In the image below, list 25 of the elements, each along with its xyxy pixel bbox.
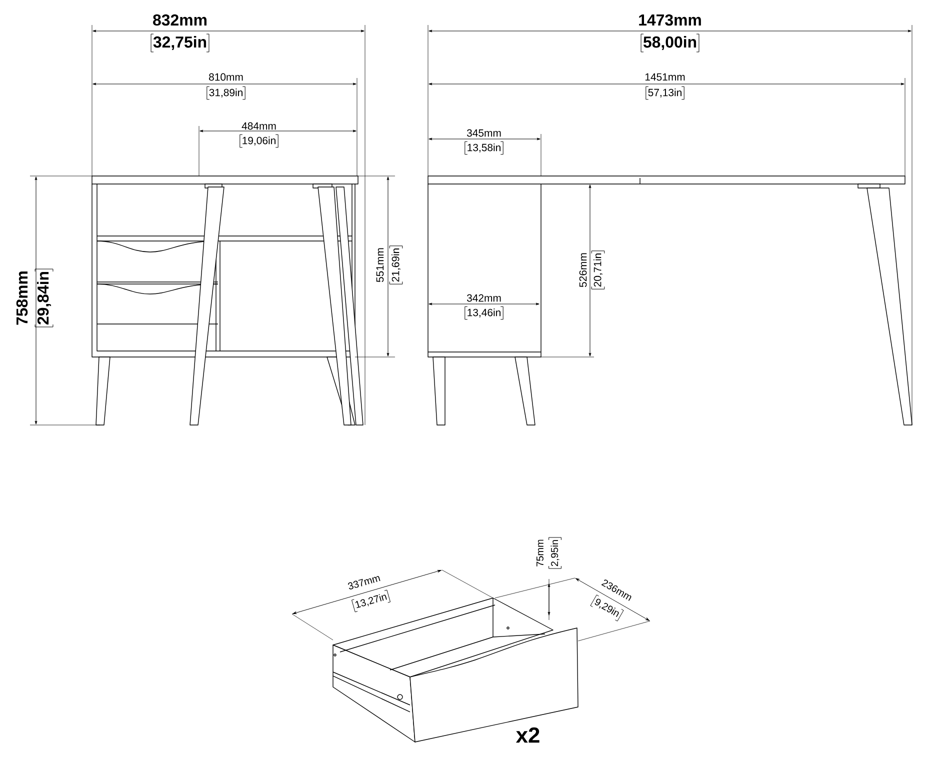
dimension-label: 758mm <box>16 272 28 325</box>
dimension-label: 810mm <box>209 73 243 81</box>
bracketed-dimension-label: 13,27in <box>351 590 391 612</box>
bracketed-dimension-label: 57,13in <box>646 86 684 100</box>
bracketed-dimension-label: 32,75in <box>150 34 210 52</box>
dimension-label: 342mm <box>466 294 501 302</box>
count-label: x2 <box>516 727 540 743</box>
bracketed-dimension-label: 29,84in <box>34 268 54 328</box>
dimension-label: 484mm <box>242 122 276 130</box>
bracketed-dimension-label: 20,71in <box>591 250 605 290</box>
bracketed-dimension-label: 2,95in <box>548 537 562 569</box>
bracketed-dimension-label: 13,46in <box>464 306 504 320</box>
dimension-label: 345mm <box>466 129 501 137</box>
dimension-label: 337mm <box>348 576 380 590</box>
dimension-label: 832mm <box>153 14 206 26</box>
dimension-label: 551mm <box>376 248 384 282</box>
dimension-label: 526mm <box>579 253 587 288</box>
dimension-label: 75mm <box>536 540 544 566</box>
dimension-label: 1451mm <box>645 73 685 81</box>
bracketed-dimension-label: 19,06in <box>240 134 278 148</box>
bracketed-dimension-label: 13,58in <box>464 141 504 155</box>
dimension-label: 1473mm <box>639 14 701 26</box>
bracketed-dimension-label: 58,00in <box>640 34 700 52</box>
bracketed-dimension-label: 21,69in <box>389 246 403 284</box>
bracketed-dimension-label: 31,89in <box>206 86 246 100</box>
